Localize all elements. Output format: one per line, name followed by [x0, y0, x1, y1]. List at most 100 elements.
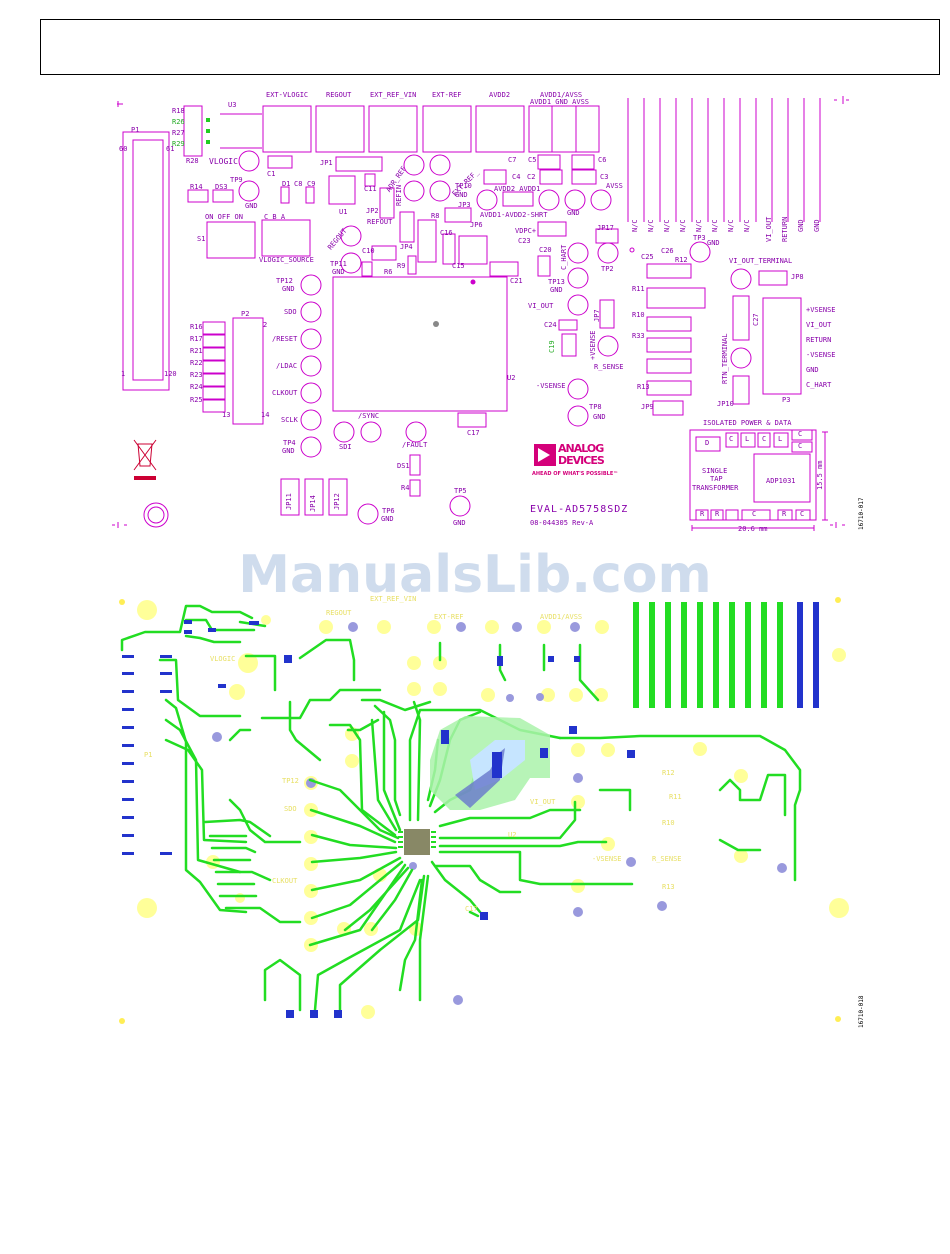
iso-c1: C [729, 435, 734, 443]
label-tp9: TP9 [230, 176, 243, 184]
label-c24: C24 [544, 321, 557, 329]
board-name: EVAL-AD5758SDZ [530, 504, 629, 515]
header-ext-ref: EXT-REF [432, 91, 462, 99]
cu-label-r12: R12 [662, 769, 675, 777]
cu-label-r13: R13 [662, 883, 675, 891]
label-p2-13: 13 [222, 411, 231, 419]
label-tp10-gnd: GND [455, 191, 468, 199]
label-d1: D1 [282, 180, 291, 188]
label-jp17: JP17 [597, 224, 614, 232]
label-jp6: JP6 [470, 221, 483, 229]
cu-label-sdo: SDO [284, 805, 297, 813]
label-tp8: TP8 [589, 403, 602, 411]
cu-label-vi-out: VI_OUT [530, 798, 556, 806]
label-sclk: SCLK [281, 416, 298, 424]
label-clkout: CLKOUT [272, 389, 298, 397]
label-jp1: JP1 [320, 159, 333, 167]
label-r26: R26 [172, 118, 185, 126]
label-r9: R9 [397, 262, 406, 270]
label-reset: /RESET [272, 335, 298, 343]
label-c8: C8 [294, 180, 303, 188]
iso-title: ISOLATED POWER & DATA [703, 419, 792, 427]
label-p2: P2 [241, 310, 250, 318]
label-tp13: TP13 [548, 278, 565, 286]
header-avdd-sub: AVDD1 GND AVSS [530, 98, 590, 106]
cert-logo-icon [143, 502, 169, 528]
label-u3: U3 [228, 101, 237, 109]
label-c4: C4 [512, 173, 521, 181]
label-r17: R17 [190, 335, 203, 343]
weee-icon [133, 439, 157, 471]
cu-label-r10: R10 [662, 819, 675, 827]
label-r18: R18 [172, 107, 185, 115]
cu-label-u2: U2 [508, 831, 517, 839]
label-r21: R21 [190, 347, 203, 355]
label-p1-61: 61 [166, 145, 175, 153]
label-p3-pin5: GND [806, 366, 819, 374]
cu-label-ext-ref: EXT-REF [434, 613, 464, 621]
iso-xfmr-2: TAP [710, 475, 723, 483]
label-p3-pin2: VI_OUT [806, 321, 832, 329]
cu-label-tp12: TP12 [282, 777, 299, 785]
label-sdi: SDI [339, 443, 352, 451]
iso-c2: C [762, 435, 767, 443]
label-r8: R8 [431, 212, 440, 220]
iso-c4: C [798, 442, 803, 450]
cu-label-p1: P1 [144, 751, 153, 759]
label-avss: AVSS [606, 182, 623, 190]
header-ext-ref-vin: EXT_REF_VIN [370, 91, 417, 99]
figure-id-bottom: 16710-018 [858, 995, 865, 1028]
header-regout: REGOUT [326, 91, 352, 99]
label-r27: R27 [172, 129, 185, 137]
label-cba: C B A [264, 213, 286, 221]
cu-label-regout: REGOUT [326, 609, 352, 617]
label-tp3: TP3 [693, 234, 706, 242]
label-tp8-gnd: GND [593, 413, 606, 421]
label-c16: C16 [440, 229, 453, 237]
label-c7: C7 [508, 156, 517, 164]
iso-c3: C [798, 430, 803, 438]
label-tp12: TP12 [276, 277, 293, 285]
label-tp3-gnd: GND [707, 239, 720, 247]
label-c21: C21 [510, 277, 523, 285]
label-tp6-gnd: GND [381, 515, 394, 523]
nc-terminal-lines [627, 98, 821, 222]
watermark-text: ManualsLib.com [238, 545, 712, 605]
label-p1-120: 120 [164, 370, 177, 378]
label-r4: R4 [401, 484, 410, 492]
adi-logo-line1: ANALOG [558, 442, 604, 455]
label-c11: C11 [364, 185, 377, 193]
iso-xfmr-3: TRANSFORMER [692, 484, 739, 492]
label-ds1: DS1 [397, 462, 410, 470]
iso-chip: ADP1031 [766, 477, 796, 485]
label-jp2: JP2 [366, 207, 379, 215]
cu-label-r11: R11 [669, 793, 682, 801]
label-p1: P1 [131, 126, 140, 134]
label-r10: R10 [632, 311, 645, 319]
label-fault: /FAULT [402, 441, 428, 449]
adi-logo-line2: DEVICES [558, 454, 605, 467]
label-r16: R16 [190, 323, 203, 331]
label-c1: C1 [267, 170, 276, 178]
label-jp9: JP9 [641, 403, 654, 411]
label-tp6: TP6 [382, 507, 395, 515]
header-avdd2: AVDD2 [489, 91, 511, 99]
header-ext-vlogic: EXT-VLOGIC [266, 91, 309, 99]
label-p2-2: 2 [263, 321, 268, 329]
label-p1-60: 60 [119, 145, 128, 153]
label-minus-vsense: -VSENSE [536, 382, 566, 390]
label-s1-switch: ON OFF ON [205, 213, 243, 221]
cu-label-avdd: AVDD1/AVSS [540, 613, 583, 621]
label-tp9-gnd: GND [245, 202, 258, 210]
label-p1-1: 1 [121, 370, 126, 378]
label-c2: C2 [527, 173, 536, 181]
label-sync: /SYNC [358, 412, 380, 420]
label-r33: R33 [632, 332, 645, 340]
label-vi-out: VI_OUT [528, 302, 554, 310]
label-tp13-gnd: GND [550, 286, 563, 294]
label-r29: R29 [172, 140, 185, 148]
label-c5: C5 [528, 156, 537, 164]
iso-l2: L [778, 435, 783, 443]
label-c10: C10 [362, 247, 375, 255]
